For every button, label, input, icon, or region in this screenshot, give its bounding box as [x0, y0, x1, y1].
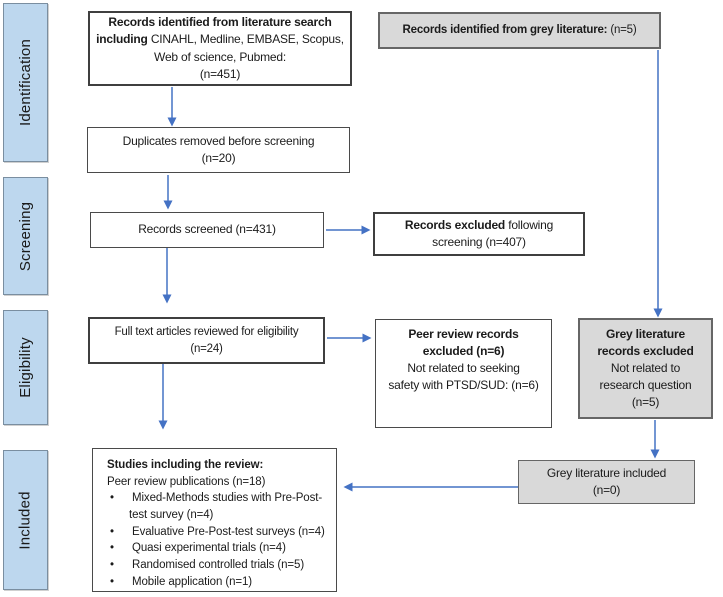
bullet-icon: •	[110, 492, 114, 505]
box-studies-included: Studies including the review: Peer review…	[92, 448, 337, 592]
bullet-icon: •	[110, 525, 114, 538]
text-line: including CINAHL, Medline, EMBASE, Scopu…	[96, 32, 344, 47]
text-line: Records identified from literature searc…	[108, 15, 332, 30]
text-line: screening (n=407)	[432, 235, 526, 249]
stage-label-eligibility: Eligibility	[17, 337, 34, 398]
text-line: Full text articles reviewed for eligibil…	[114, 326, 299, 339]
text-line: Studies including the review:	[107, 459, 264, 471]
text-line: (n=0)	[592, 483, 621, 497]
box-fulltext-reviewed: Full text articles reviewed for eligibil…	[88, 317, 325, 364]
bullet-icon: •	[110, 559, 114, 572]
text-line: •Mixed-Methods studies with Pre-Post-	[107, 490, 322, 507]
text-line: •Mobile application (n=1)	[107, 574, 252, 591]
box-grey-literature-included: Grey literature included (n=0)	[518, 460, 695, 504]
stage-label-identification: Identification	[17, 38, 34, 127]
box-records-screened: Records screened (n=431)	[90, 212, 324, 248]
text-line: •Quasi experimental trials (n=4)	[107, 540, 286, 557]
text-line: Grey literature included	[546, 465, 667, 480]
stage-bar-eligibility: Eligibility	[3, 310, 48, 425]
text-line: (n=5)	[631, 395, 660, 410]
text-line: Grey literature	[605, 327, 686, 341]
text-line: Web of science, Pubmed:	[154, 49, 286, 64]
stage-label-screening: Screening	[17, 201, 35, 271]
box-grey-literature-records: Records identified from grey literature:…	[378, 12, 661, 49]
text-line: Records identified from grey literature:…	[402, 24, 637, 37]
text-line: Records excluded following	[404, 217, 554, 232]
text-line: •Evaluative Pre-Post-test surveys (n=4)	[107, 524, 325, 541]
stage-bar-included: Included	[3, 450, 48, 590]
text-line: Not related to seeking	[407, 361, 520, 376]
text-line: safety with PTSD/SUD: (n=6)	[388, 378, 539, 393]
bullet-icon: •	[110, 575, 114, 588]
text-line: (n=451)	[199, 66, 241, 81]
stage-label-included: Included	[17, 490, 34, 550]
text-line: test survey (n=4)	[129, 509, 214, 522]
stage-bar-identification: Identification	[3, 3, 48, 162]
text-line: Records screened (n=431)	[138, 222, 276, 237]
stage-bar-screening: Screening	[3, 177, 48, 295]
text-line: (n=24)	[190, 342, 223, 355]
text-line: records excluded	[597, 344, 694, 359]
text-line: research question	[599, 378, 692, 393]
text-line: •Randomised controlled trials (n=5)	[107, 557, 304, 574]
box-peer-review-excluded: Peer review records excluded (n=6) Not rel…	[375, 319, 552, 428]
text-line: Peer review records	[408, 327, 519, 341]
box-literature-search-records: Records identified from literature searc…	[88, 11, 352, 86]
bullet-icon: •	[110, 542, 114, 555]
text-line: Not related to	[610, 361, 681, 376]
text-line: excluded (n=6)	[422, 344, 505, 359]
text-line: (n=20)	[201, 151, 236, 165]
text-line: Peer review publications (n=18)	[107, 475, 266, 488]
text-line: Duplicates removed before screening	[122, 133, 315, 148]
box-records-excluded: Records excluded following screening (n=4…	[373, 212, 585, 256]
box-duplicates-removed: Duplicates removed before screening (n=20…	[87, 127, 350, 173]
